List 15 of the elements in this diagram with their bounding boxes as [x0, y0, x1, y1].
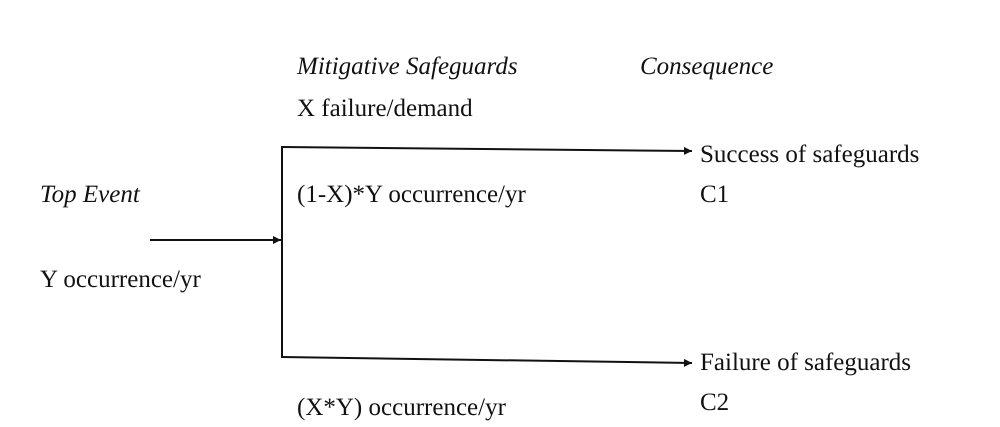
column-heading: Consequence: [640, 52, 774, 82]
event-heading: Top Event: [40, 180, 140, 210]
consequence-code: C2: [700, 388, 730, 418]
branch-line: [281, 146, 286, 358]
outcome-label: Failure of safeguards: [700, 348, 912, 378]
frequency-label: Y occurrence/yr: [40, 265, 201, 295]
arrow: [282, 146, 692, 155]
consequence-code: C1: [700, 180, 730, 210]
arrow: [150, 236, 281, 244]
outcome-label: Success of safeguards: [700, 140, 920, 170]
frequency-label: (1-X)*Y occurrence/yr: [297, 180, 526, 210]
probability-label: X failure/demand: [297, 94, 473, 124]
column-heading: Mitigative Safeguards: [297, 52, 518, 82]
frequency-label: (X*Y) occurrence/yr: [297, 393, 506, 423]
arrow: [282, 356, 692, 367]
